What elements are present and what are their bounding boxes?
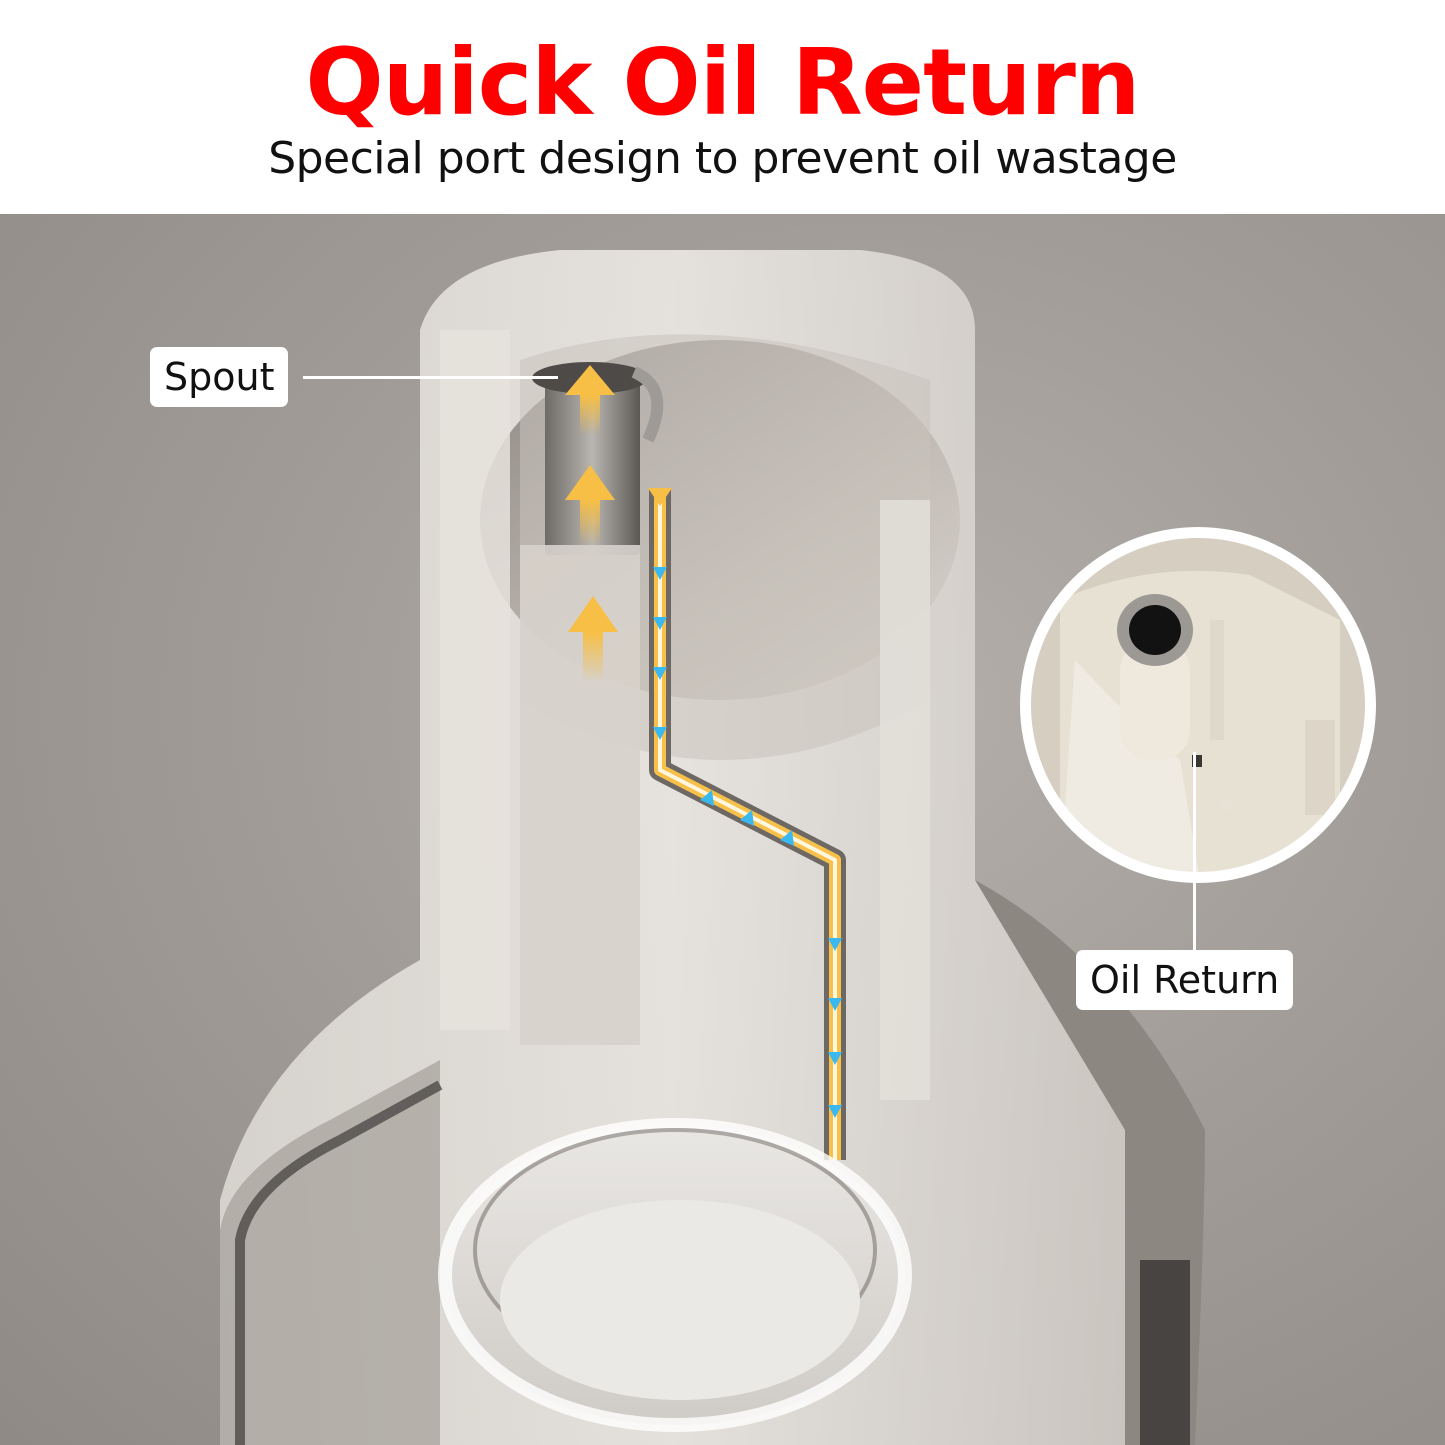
page-subtitle: Special port design to prevent oil wasta…: [268, 133, 1177, 184]
header: Quick Oil Return Special port design to …: [0, 0, 1445, 214]
spout-label: Spout: [150, 347, 289, 407]
oil-return-label: Oil Return: [1076, 950, 1294, 1010]
dispenser-cutaway-illustration: [220, 250, 1376, 1445]
product-illustration: Spout Oil Return: [0, 214, 1445, 1445]
oil-return-inset: [1020, 527, 1376, 883]
glass-bottle-neck: [220, 1060, 1190, 1445]
page-title: Quick Oil Return: [305, 29, 1141, 136]
spout-leader-line: [303, 376, 558, 379]
oil-return-leader-line: [1193, 752, 1196, 952]
oil-return-channel: [648, 488, 846, 1160]
oil-flow-up-arrows: [565, 365, 618, 682]
